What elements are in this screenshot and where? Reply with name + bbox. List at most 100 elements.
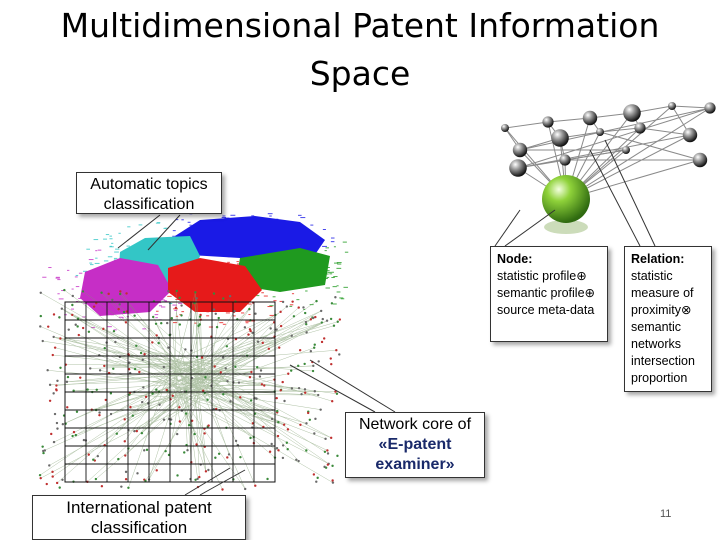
- metal-node: [634, 122, 646, 134]
- scatter-dot: [281, 456, 285, 460]
- cluster-speck: [89, 262, 93, 264]
- scatter-dot: [178, 420, 182, 423]
- scatter-link: [47, 369, 202, 387]
- cluster-speck: [175, 219, 179, 221]
- scatter-dot: [312, 364, 315, 368]
- cluster-speck: [340, 298, 345, 300]
- cluster-speck: [324, 250, 327, 252]
- scatter-dot: [326, 463, 330, 466]
- cluster-speck: [155, 222, 161, 224]
- scatter-dot: [305, 449, 308, 452]
- scatter-dot: [269, 327, 272, 330]
- scatter-dot: [39, 325, 42, 328]
- scatter-dot: [103, 347, 106, 350]
- scatter-dot: [249, 329, 252, 333]
- scatter-dot: [186, 449, 189, 452]
- cluster-speck: [158, 302, 162, 304]
- scatter-dot: [204, 470, 208, 473]
- scatter-dot: [290, 334, 293, 337]
- scatter-link: [180, 336, 275, 381]
- cluster-speck: [78, 297, 81, 299]
- scatter-link: [182, 376, 306, 390]
- scatter-dot: [43, 449, 47, 452]
- scatter-link: [188, 308, 250, 398]
- scatter-dot: [214, 312, 217, 315]
- cluster-speck: [189, 224, 192, 226]
- cluster-plot: [38, 213, 349, 491]
- scatter-link: [173, 389, 223, 490]
- cluster-speck: [113, 259, 116, 261]
- scatter-dot: [142, 386, 145, 389]
- scatter-dot: [51, 470, 54, 474]
- scatter-dot: [193, 432, 196, 436]
- scatter-dot: [175, 432, 179, 436]
- scatter-dot: [176, 474, 179, 477]
- scatter-dot: [320, 340, 324, 344]
- scatter-dot: [81, 326, 85, 330]
- cluster-speck: [332, 303, 337, 305]
- scatter-dot: [250, 370, 253, 374]
- scatter-link: [174, 390, 181, 422]
- scatter-dot: [323, 450, 327, 453]
- scatter-dot: [53, 412, 57, 416]
- network-link: [565, 107, 711, 200]
- scatter-link: [119, 293, 184, 368]
- scatter-dot: [141, 400, 144, 404]
- scatter-dot: [306, 411, 310, 415]
- scatter-dot: [314, 417, 317, 421]
- scatter-link: [198, 368, 221, 373]
- scatter-dot: [329, 436, 333, 440]
- cluster-speck: [61, 290, 64, 292]
- cluster-speck: [154, 314, 159, 316]
- scatter-dot: [313, 343, 316, 346]
- scatter-link: [177, 361, 195, 435]
- scatter-dot: [227, 298, 230, 302]
- scatter-dot: [285, 305, 289, 308]
- cluster-speck: [331, 271, 334, 273]
- scatter-dot: [282, 423, 286, 426]
- scatter-link: [61, 308, 198, 397]
- metal-node: [682, 127, 698, 143]
- scatter-dot: [103, 364, 106, 368]
- scatter-dot: [194, 291, 197, 294]
- scatter-dot: [89, 367, 92, 370]
- scatter-dot: [74, 433, 78, 437]
- scatter-dot: [195, 297, 198, 300]
- scatter-dot: [144, 395, 148, 399]
- scatter-dot: [67, 328, 70, 331]
- scatter-dot: [95, 388, 98, 391]
- cluster-speck: [156, 310, 159, 312]
- scatter-dot: [262, 425, 265, 429]
- scatter-dot: [281, 444, 285, 447]
- scatter-dot: [229, 400, 232, 403]
- cluster-speck: [42, 276, 47, 278]
- cluster-speck: [327, 271, 332, 273]
- callout-node: Node: statistic profile⊕ semantic profil…: [490, 246, 608, 342]
- page-number: 11: [660, 508, 672, 520]
- scatter-dot: [275, 396, 278, 400]
- scatter-dot: [225, 345, 229, 348]
- scatter-dot: [247, 333, 250, 336]
- scatter-link: [129, 394, 206, 400]
- scatter-dot: [291, 300, 294, 303]
- title-line-2: Space: [309, 54, 411, 93]
- scatter-dot: [98, 413, 101, 417]
- scatter-dot: [162, 418, 166, 421]
- scatter-link: [152, 316, 186, 383]
- scatter-dot: [72, 389, 75, 392]
- scatter-dot: [133, 429, 136, 433]
- scatter-dot: [206, 398, 209, 401]
- scatter-dot: [71, 294, 74, 298]
- scatter-dot: [170, 317, 174, 320]
- scatter-link: [140, 352, 184, 385]
- cluster-speck: [279, 300, 283, 302]
- cluster-speck: [227, 261, 230, 263]
- scatter-dot: [58, 486, 61, 489]
- cluster-speck: [107, 326, 112, 328]
- scatter-dot: [187, 423, 191, 427]
- scatter-link: [170, 314, 276, 364]
- cluster-speck: [173, 322, 178, 324]
- scatter-link: [207, 365, 314, 372]
- scatter-dot: [183, 451, 186, 454]
- scatter-dot: [71, 303, 74, 307]
